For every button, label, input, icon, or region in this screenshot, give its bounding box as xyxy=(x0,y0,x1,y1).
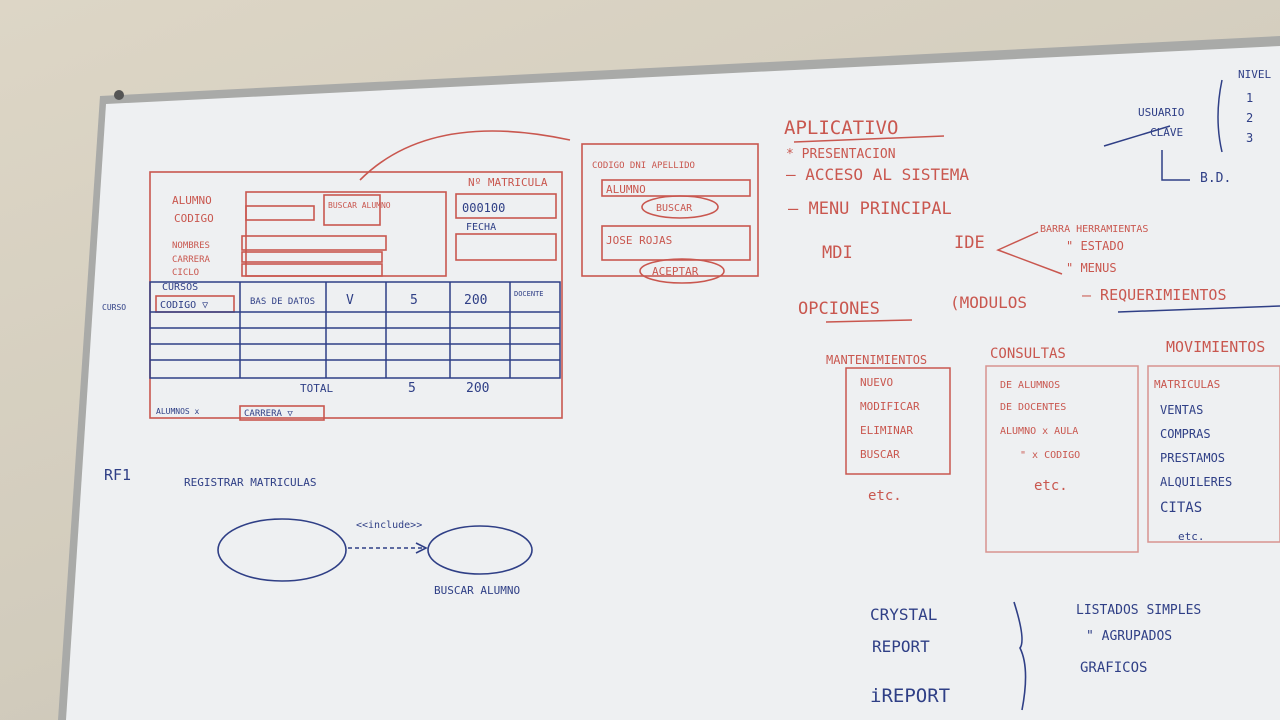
cons-alumnos: DE ALUMNOS xyxy=(1000,380,1060,391)
dialog-radio-label: CODIGO DNI APELLIDO xyxy=(592,161,695,171)
whiteboard-surface xyxy=(66,46,1280,720)
mantenimientos-title: MANTENIMIENTOS xyxy=(826,353,927,367)
mant-eliminar: ELIMINAR xyxy=(860,424,913,437)
notes-mdi: MDI xyxy=(822,243,853,263)
dialog-aceptar-button: ACEPTAR xyxy=(652,265,699,278)
notes-connectors xyxy=(793,79,1280,553)
matricula-label: Nº MATRICULA xyxy=(468,176,548,189)
mant-buscar: BUSCAR xyxy=(860,448,900,461)
total-amount: 200 xyxy=(466,381,489,396)
cons-docentes: DE DOCENTES xyxy=(1000,402,1066,413)
reports-listados: LISTADOS SIMPLES xyxy=(1076,603,1201,618)
table-cell-docente: DOCENTE xyxy=(514,290,544,298)
table-cell-cycle: V xyxy=(346,293,354,308)
total-credits: 5 xyxy=(408,381,416,396)
cursos-label: CURSOS xyxy=(162,282,198,293)
movimientos-title: MOVIMIENTOS xyxy=(1166,338,1265,356)
consultas-title: CONSULTAS xyxy=(990,346,1066,362)
total-label: TOTAL xyxy=(300,382,333,395)
codigo-label: CODIGO xyxy=(174,212,214,225)
usecase-target: BUSCAR ALUMNO xyxy=(434,584,520,597)
ciclo-label: CICLO xyxy=(172,268,199,278)
notes-menus: " MENUS xyxy=(1066,261,1117,275)
search-dialog-sketch xyxy=(581,143,759,284)
sketch-form xyxy=(149,130,571,421)
buscar-alumno-button: BUSCAR ALUMNO xyxy=(328,201,391,210)
alumno-label: ALUMNO xyxy=(172,194,212,207)
mov-etc: etc. xyxy=(1178,530,1205,543)
mant-nuevo: NUEVO xyxy=(860,376,893,389)
notes-usuario: USUARIO xyxy=(1138,106,1184,119)
notes-bd: B.D. xyxy=(1200,171,1231,186)
usecase-id: RF1 xyxy=(104,466,131,484)
cons-aula: ALUMNO x AULA xyxy=(1000,426,1078,437)
matricula-value: 000100 xyxy=(462,201,505,215)
reports-agrupados: " AGRUPADOS xyxy=(1086,629,1172,644)
notes-modulos: (MODULOS xyxy=(950,293,1027,312)
notes-ide: IDE xyxy=(954,233,985,253)
notes-barra: BARRA HERRAMIENTAS xyxy=(1040,224,1148,235)
cons-etc: etc. xyxy=(1034,478,1068,494)
cons-codigo: " x CODIGO xyxy=(1020,450,1080,461)
fecha-label: FECHA xyxy=(466,222,496,233)
mov-matriculas: MATRICULAS xyxy=(1154,378,1220,391)
notes-menu: — MENU PRINCIPAL xyxy=(788,199,952,219)
notes-nivel: NIVEL xyxy=(1238,68,1271,81)
codigo-combo: CODIGO ▽ xyxy=(160,300,208,311)
notes-requerimientos: — REQUERIMIENTOS xyxy=(1082,286,1227,304)
notes-level-2: 2 xyxy=(1246,111,1253,125)
board-mount xyxy=(114,90,124,100)
mant-modificar: MODIFICAR xyxy=(860,400,920,413)
table-cell-course: BAS DE DATOS xyxy=(250,297,315,307)
dialog-buscar-button: BUSCAR xyxy=(656,203,693,214)
notes-acceso: — ACCESO AL SISTEMA xyxy=(786,165,969,184)
notes-estado: " ESTADO xyxy=(1066,239,1124,253)
reports-crystal: CRYSTAL xyxy=(870,605,937,624)
mov-prestamos: PRESTAMOS xyxy=(1160,451,1225,465)
notes-title: APLICATIVO xyxy=(784,117,898,139)
reports-brace xyxy=(1013,601,1027,711)
usecase-relation: <<include>> xyxy=(356,520,422,531)
table-cell-amount: 200 xyxy=(464,293,487,308)
notes-presentacion: * PRESENTACION xyxy=(786,147,896,162)
notes-clave: CLAVE xyxy=(1150,126,1183,139)
mov-alquileres: ALQUILERES xyxy=(1160,475,1232,489)
reports-report: REPORT xyxy=(872,637,930,656)
side-label: CURSO xyxy=(102,303,126,312)
usecase-title: REGISTRAR MATRICULAS xyxy=(184,476,316,489)
nombres-label: NOMBRES xyxy=(172,241,210,251)
dialog-field: ALUMNO xyxy=(606,183,646,196)
table-cell-credits: 5 xyxy=(410,293,418,308)
notes-opciones: OPCIONES xyxy=(798,299,880,319)
mant-etc: etc. xyxy=(868,488,902,504)
reports-graficos: GRAFICOS xyxy=(1080,660,1147,676)
notes-level-1: 1 xyxy=(1246,91,1253,105)
mov-ventas: VENTAS xyxy=(1160,403,1203,417)
notes-level-3: 3 xyxy=(1246,131,1253,145)
usecase-diagram xyxy=(217,518,533,582)
bottom-combo: CARRERA ▽ xyxy=(244,409,293,419)
reports-ireport: iREPORT xyxy=(870,685,950,707)
carrera-label: CARRERA xyxy=(172,255,211,265)
mov-compras: COMPRAS xyxy=(1160,427,1211,441)
dialog-result: JOSE ROJAS xyxy=(606,234,672,247)
sketch-table xyxy=(149,281,561,379)
bottom-label: ALUMNOS x xyxy=(156,407,200,416)
mov-citas: CITAS xyxy=(1160,500,1202,516)
